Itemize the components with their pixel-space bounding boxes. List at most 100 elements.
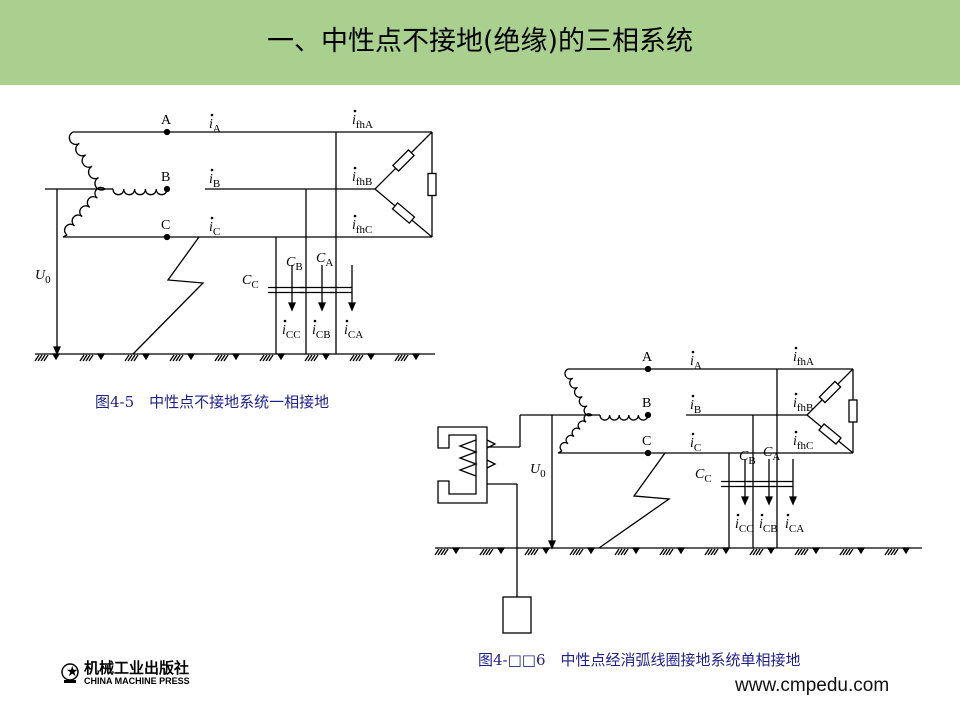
subscript: CB <box>316 329 331 341</box>
ground-hatch <box>623 548 629 556</box>
label: ifhB <box>352 170 372 188</box>
label: U0 <box>35 268 51 286</box>
phasor-dot <box>353 109 357 113</box>
label: iA <box>690 354 702 372</box>
phasor-dot <box>691 394 695 398</box>
terminal-dot <box>644 449 652 457</box>
ground-hatch <box>304 354 310 362</box>
label: ifhA <box>352 113 373 131</box>
ground-hatch <box>307 354 313 362</box>
ground-hatch <box>434 548 440 556</box>
label: iCA <box>785 517 804 535</box>
winding-coil <box>68 131 106 191</box>
ground-hatch <box>488 548 494 556</box>
arrowhead <box>741 496 749 506</box>
ground-hatch <box>124 354 130 362</box>
ground-hatch <box>172 354 178 362</box>
ground-hatch <box>34 354 40 362</box>
diagram-arc-suppression-coil <box>434 365 922 634</box>
ground-hatch <box>665 548 671 556</box>
winding-coil <box>599 414 649 421</box>
ground-hatch <box>169 354 175 362</box>
label: U0 <box>530 462 546 480</box>
arrowhead <box>288 302 296 312</box>
ground-hatch <box>403 354 409 362</box>
label: CC <box>695 467 712 485</box>
terminal-dot <box>644 411 652 419</box>
resistor <box>848 399 858 423</box>
coil-winding <box>458 439 497 477</box>
phasor-dot <box>794 392 798 396</box>
arc-suppression-coil-core <box>437 426 488 504</box>
arrowhead <box>789 496 797 506</box>
diagram-ungrounded-neutral <box>34 128 437 362</box>
ground-hatch <box>313 354 319 362</box>
wire <box>557 450 563 454</box>
phasor-dot <box>691 432 695 436</box>
ground-symbol <box>51 353 61 361</box>
ground-hatch <box>178 354 184 362</box>
ground-hatch <box>707 548 713 556</box>
arrowhead <box>348 302 356 312</box>
subscript: fhA <box>356 119 373 131</box>
fault-path <box>132 236 205 355</box>
ground-symbol <box>451 547 461 555</box>
terminal-dot <box>163 233 171 241</box>
label: CA <box>763 445 780 463</box>
ground-hatch <box>223 354 229 362</box>
phasor-dot <box>353 214 357 218</box>
ground-hatch <box>127 354 133 362</box>
ground-hatch <box>443 548 449 556</box>
subscript: A <box>772 451 780 463</box>
ground-hatch <box>479 548 485 556</box>
subscript: C <box>251 279 258 291</box>
ground-hatch <box>262 354 268 362</box>
ground-hatch <box>352 354 358 362</box>
label: CC <box>242 273 259 291</box>
label: iB <box>209 172 220 190</box>
resistor <box>391 148 416 173</box>
subscript: fhB <box>356 176 373 188</box>
label: B <box>642 396 651 411</box>
arrowhead <box>318 302 326 312</box>
publisher-name-en: CHINA MACHINE PRESS <box>84 676 190 686</box>
ground-symbol <box>186 353 196 361</box>
ground-hatch <box>485 548 491 556</box>
ground-hatch <box>845 548 851 556</box>
phasor-dot <box>736 513 740 517</box>
ground-hatch <box>133 354 139 362</box>
ground-hatch <box>620 548 626 556</box>
label: ifhC <box>352 218 372 236</box>
ground-symbol <box>541 547 551 555</box>
ground-hatch <box>530 548 536 556</box>
ground-hatch <box>890 548 896 556</box>
ground-hatch <box>440 548 446 556</box>
ground-hatch <box>755 548 761 556</box>
label: ifhA <box>793 350 814 368</box>
ground-hatch <box>668 548 674 556</box>
label: ifhB <box>793 396 813 414</box>
arrowhead <box>765 496 773 506</box>
ground-symbol <box>141 353 151 361</box>
ground-hatch <box>848 548 854 556</box>
ground-hatch <box>578 548 584 556</box>
ground-hatch <box>79 354 85 362</box>
subscript: CB <box>763 523 778 535</box>
grounding-electrode <box>502 596 532 634</box>
ground-hatch <box>713 548 719 556</box>
label: iB <box>690 398 701 416</box>
subscript: C <box>704 473 711 485</box>
ground-symbol <box>901 547 911 555</box>
ground-hatch <box>400 354 406 362</box>
terminal-dot <box>163 185 171 193</box>
phasor-dot <box>210 168 214 172</box>
ground-hatch <box>220 354 226 362</box>
label: iC <box>209 220 220 238</box>
ground-hatch <box>268 354 274 362</box>
wire <box>62 234 68 238</box>
phasor-dot <box>794 430 798 434</box>
label: iCB <box>312 323 331 341</box>
label: CB <box>286 255 303 273</box>
ground-hatch <box>704 548 710 556</box>
